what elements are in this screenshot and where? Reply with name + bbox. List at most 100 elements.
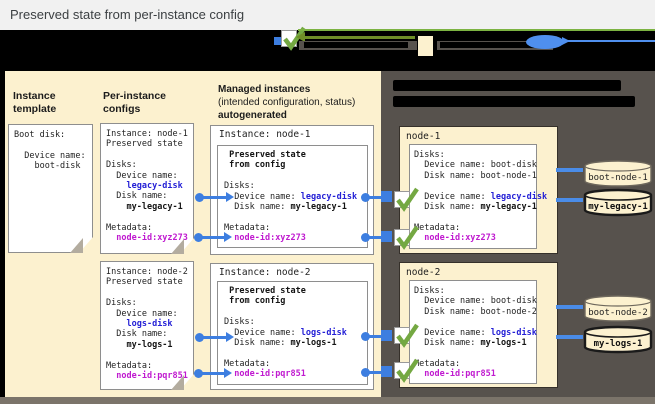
code-line <box>414 181 536 191</box>
disk-cylinder-my-logs-1: my-logs-1 <box>582 325 654 359</box>
code-line <box>414 348 536 358</box>
code-line: node-id:xyz273 <box>424 233 496 244</box>
code-line: Metadata: <box>414 358 461 369</box>
connector-dot <box>194 369 203 378</box>
code-line: Disks: <box>414 150 445 160</box>
code-line: Device name: <box>106 170 178 181</box>
legend-cream-swatch <box>418 36 433 56</box>
column-heading-instance-template: Instance template <box>13 90 57 115</box>
connector-line <box>198 372 226 375</box>
connector-square <box>381 366 392 377</box>
code-line: logs-disk <box>126 318 173 329</box>
connector-line <box>365 196 392 199</box>
checkmark-icon <box>396 358 419 383</box>
code-line: Disk name: my-logs-1 <box>224 337 337 348</box>
disk-label: my-legacy-1 <box>588 202 648 212</box>
code-line: Metadata: <box>224 358 271 369</box>
connector-square <box>381 231 392 242</box>
arrow-right-icon <box>226 192 239 202</box>
code-line: node-id:pqr851 <box>234 369 306 380</box>
connector-line <box>365 335 392 338</box>
connector-line <box>198 236 226 239</box>
code-line <box>224 348 367 358</box>
code-line <box>414 212 536 222</box>
code-line: Preserved state <box>106 139 183 150</box>
legend-green-arrowhead-icon <box>291 32 305 42</box>
code-line: Disks: <box>224 317 255 328</box>
code-line: my-logs-1 <box>126 339 173 350</box>
code-line: boot-disk <box>14 161 81 172</box>
connector-line <box>199 336 228 339</box>
vm-node-name: node-1 <box>406 131 441 142</box>
vm-panel-heading-illegible-line2 <box>393 96 635 107</box>
instance-template-doc: Boot disk: Device name: boot-disk <box>8 124 93 253</box>
code-line: Disk name: my-logs-1 <box>414 337 527 348</box>
legend-illegible-text-bar <box>304 42 408 48</box>
code-line: Device name: boot-disk <box>414 296 537 307</box>
code-line: Metadata: <box>106 222 153 233</box>
arrow-right-icon <box>224 368 237 378</box>
connector-line <box>365 371 392 374</box>
code-line: Device name: boot-disk <box>414 160 537 171</box>
code-line: Metadata: <box>224 222 271 233</box>
connector-dot <box>195 193 204 202</box>
code-line: Preserved state <box>229 286 306 296</box>
legend-blue-oval-icon <box>526 35 564 49</box>
legend-green-arrow-shaft <box>300 36 415 39</box>
code-line: Device name: logs-disk <box>224 327 347 338</box>
code-line: Disks: <box>106 298 137 309</box>
code-line: from config <box>229 160 286 171</box>
connector-square <box>381 330 392 341</box>
vm-node-text: Disks: Device name: boot-disk Disk name:… <box>414 286 537 380</box>
doc-fold-icon <box>70 238 83 253</box>
connector-dot <box>361 368 370 377</box>
code-line: Disks: <box>414 286 445 296</box>
managed-instance-title: Instance: node-1 <box>219 129 311 140</box>
code-line: node-id:pqr851 <box>116 370 188 381</box>
connector-square <box>381 191 392 202</box>
instance-template-doc-text: Boot disk: Device name: boot-disk <box>14 130 92 172</box>
code-line: Preserved state <box>106 277 183 288</box>
code-line <box>224 171 367 181</box>
managed-instance-inner-box-node-1: Preserved state from config Disks: Devic… <box>217 145 368 248</box>
disk-label: my-logs-1 <box>594 339 643 349</box>
code-line: Disk name: boot-node-2 <box>414 306 537 317</box>
legend-green-line <box>298 29 655 31</box>
vm-node-inner-box-node-2: Disks: Device name: boot-disk Disk name:… <box>409 280 537 384</box>
code-line: Metadata: <box>106 360 153 371</box>
code-line: from config <box>229 296 286 307</box>
code-line <box>106 350 193 360</box>
applied-checkbox <box>394 323 419 348</box>
code-line <box>106 288 193 298</box>
code-line <box>106 212 193 222</box>
disk-connector-line <box>556 305 583 309</box>
code-line: Disks: <box>106 160 137 171</box>
legend-illegible-text-bar <box>440 42 540 48</box>
page-title: Preserved state from per-instance config <box>10 7 245 22</box>
code-line: Device name: legacy-disk <box>224 191 358 202</box>
title-bar: Preserved state from per-instance config <box>0 0 655 30</box>
code-line: Instance: node-2 <box>106 267 188 277</box>
checkmark-icon <box>396 225 419 250</box>
managed-instance-title: Instance: node-2 <box>219 267 311 278</box>
code-line <box>14 140 92 150</box>
vm-node-inner-box-node-1: Disks: Device name: boot-disk Disk name:… <box>409 144 547 249</box>
connector-dot <box>195 333 204 342</box>
code-line: Disk name: boot-node-1 <box>414 170 537 181</box>
managed-heading-sub: (intended configuration, status) <box>218 97 356 108</box>
column-heading-managed-instances: Managed instances (intended configuratio… <box>218 83 380 122</box>
code-line: Device name: logs-disk <box>414 327 537 338</box>
vm-node-text: Disks: Device name: boot-disk Disk name:… <box>414 150 547 244</box>
code-line: Device name: <box>106 308 178 319</box>
managed-instance-text: Preserved state from config Disks: Devic… <box>224 150 367 244</box>
code-line: Boot disk: <box>14 130 66 140</box>
disk-cylinder-boot-node-2: boot-node-2 <box>582 294 654 328</box>
connector-dot <box>361 233 370 242</box>
connector-line <box>199 196 228 199</box>
code-line: Disk name: <box>106 191 168 202</box>
code-line <box>414 317 536 327</box>
